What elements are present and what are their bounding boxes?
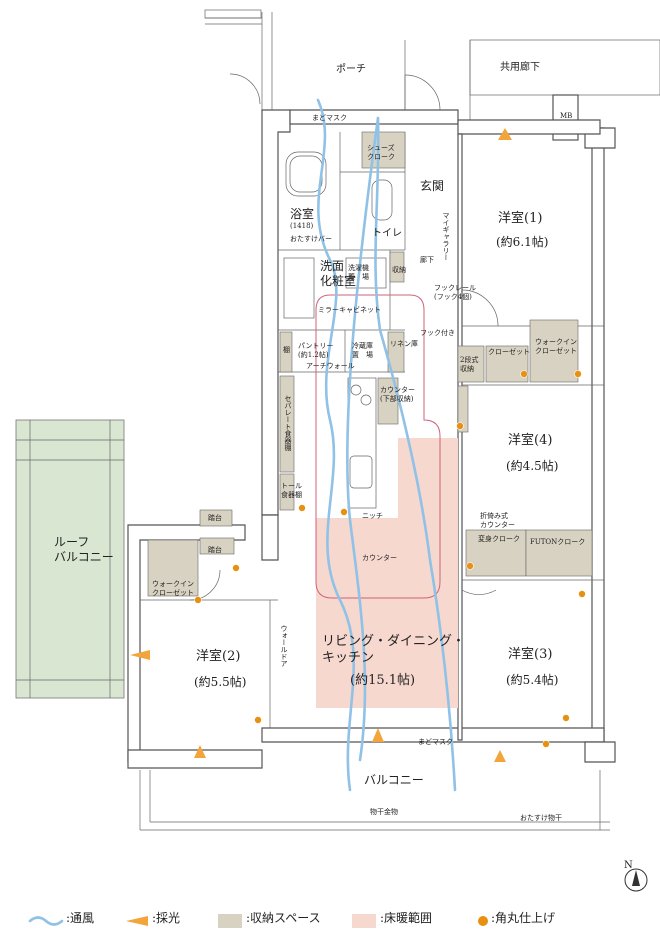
towel-bar-label: おたすけバー [290, 235, 332, 243]
floor-heating-area [316, 438, 458, 708]
pantry-label: パントリー(約1.2帖) [298, 342, 333, 359]
room2-label: 洋室(2) [196, 648, 240, 664]
room4-label: 洋室(4) [508, 432, 552, 448]
ventilation-lines [316, 98, 457, 792]
washroom-label: 洗面化粧室 [320, 259, 356, 288]
counter-outline [315, 294, 441, 599]
room4-size-label: (約4.5帖) [506, 458, 558, 473]
toilet-label: トイレ [372, 228, 402, 239]
north-label: N [624, 860, 633, 871]
step-top-label: 踏台 [208, 513, 222, 522]
porch-label: ポーチ [336, 63, 366, 75]
futon-cloak-label: FUTONクローク [530, 538, 585, 546]
tall-cabinet-label: トール食器棚 [281, 482, 302, 499]
clothes-hanger-label: 物干金物 [370, 807, 398, 816]
room3-size-label: (約5.4帖) [506, 672, 558, 687]
storage-small-label: 収納 [392, 265, 406, 274]
niche-label: ニッチ [362, 512, 383, 520]
entrance-label: 玄関 [420, 178, 444, 193]
legend-light-icon [126, 916, 148, 926]
helper-hanger-label: おたすけ物干 [520, 813, 562, 822]
fixtures [283, 151, 393, 509]
arch-wall-label: アーチウォール [306, 362, 355, 370]
interior-walls [140, 132, 604, 728]
common-corridor-label: 共用廊下 [500, 60, 540, 73]
folding-counter-label: 折倚み式カウンター [480, 511, 515, 529]
light-markers [130, 128, 512, 762]
legend-storage-icon [218, 914, 242, 928]
counter-label: カウンター [362, 553, 397, 562]
bathroom-label: 浴室 [290, 206, 314, 221]
separate-cabinet-label: セパレート食器棚 [284, 395, 292, 452]
legend-swatches [28, 914, 488, 928]
counter-storage-label: カウンター(下部収納) [380, 385, 415, 403]
mirror-cabinet-label: ミラーキャビネット [318, 305, 381, 314]
rounded-finish-dots [194, 370, 586, 748]
washer-label: 洗濯機置 場 [348, 263, 369, 281]
room1-size-label: (約6.1帖) [496, 234, 548, 249]
legend-rounded-icon [478, 916, 488, 926]
ldk-size-label: (約15.1帖) [350, 673, 415, 688]
legend-rounded: :角丸仕上げ [491, 911, 556, 925]
room3-label: 洋室(3) [508, 646, 552, 662]
walkin-closet2-label: ウォークインクローゼット [152, 580, 194, 597]
linen-label: リネン庫 [390, 339, 418, 348]
fridge-label: 冷蔵庫置 場 [352, 341, 373, 359]
legend-heating-icon [352, 914, 376, 928]
storage-spaces [147, 131, 593, 597]
room1-label: 洋室(1) [498, 210, 542, 226]
roof-balcony-grid [16, 420, 124, 698]
walkin-closet-label: ウォークインクローゼット [535, 338, 577, 355]
shoes-cloak-label: シューズクローク [367, 143, 395, 161]
balcony-label: バルコニー [364, 773, 424, 787]
compass-icon: N [624, 860, 648, 892]
shelf-label: 棚 [283, 345, 290, 354]
step-bottom-label: 踏台 [208, 545, 222, 554]
roof-balcony-label: ルーフバルコニー [54, 535, 114, 564]
two-step-storage-label: 2段式収納 [460, 355, 478, 373]
corridor-label: 廊下 [420, 255, 434, 264]
outer-walls [127, 109, 616, 769]
legend-wind-icon [28, 916, 64, 926]
piece-mask-top-label: まどマスク [312, 114, 347, 122]
legend-light: :採光 [152, 911, 181, 925]
hook-attached-label: フック付き [420, 328, 455, 337]
ldk-label: リビング・ダイニング・キッチン [322, 634, 465, 665]
dressing-cloak-label: 変身クローク [478, 534, 520, 543]
my-gallery-label: マイギャラリー [442, 212, 450, 261]
legend-wind: :通風 [66, 911, 95, 925]
door-swings [189, 73, 499, 601]
legend-heating: :床暖範囲 [380, 911, 433, 925]
legend-storage: :収納スペース [246, 911, 321, 925]
room-labels: ポーチ 共用廊下 MB まどマスク シューズクローク 玄関 浴室 (1418) … [54, 60, 585, 822]
bath-size-label: (1418) [290, 222, 314, 230]
closet-label: クローゼット [488, 347, 530, 356]
hook-rail-label: フックレール(フック4個) [434, 284, 476, 301]
roof-balcony [15, 419, 125, 699]
piece-mask-bottom-label: まどマスク [418, 738, 453, 746]
balcony-area [139, 770, 610, 831]
wall-door-label: ウォールドア [280, 625, 288, 667]
room2-size-label: (約5.5帖) [194, 674, 246, 689]
mb-label: MB [560, 112, 572, 120]
